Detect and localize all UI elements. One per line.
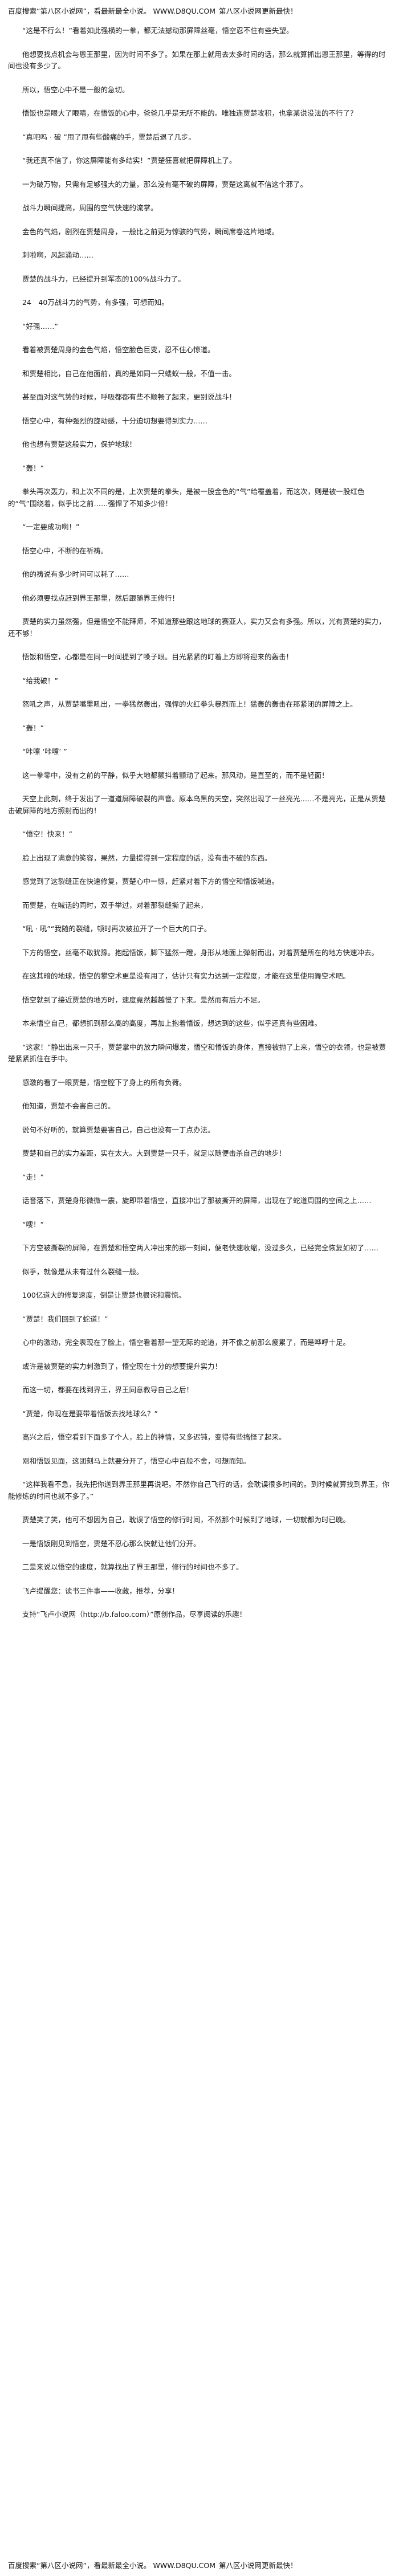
story-paragraph: 悟空心中，不断的在祈祷。 xyxy=(22,546,108,555)
story-paragraph: 或许是被贾楚的实力刺激到了，悟空现在十分的想要提升实力！ xyxy=(22,1362,222,1371)
story-paragraph: 说句不好听的，就算贾楚要害自己，自己也没有一丁点办法。 xyxy=(22,1125,215,1134)
story-paragraph: 刚和悟饭见面，这团刻马上就要分开了，悟空心中百般不舍，可想而知。 xyxy=(22,1456,251,1465)
story-paragraph: 刺啦啊，风起涌动…… xyxy=(22,251,94,259)
story-paragraph: 高兴之后，悟空看到下面多了个人，脸上的神情，又多迟钝，变得有些搞怪了起来。 xyxy=(22,1433,286,1441)
banner-site-name-link[interactable]: “第八区小说网” xyxy=(36,2561,87,2570)
story-paragraph: 二是来说以悟空的速度，就算找出了界王那里，修行的时间也不多了。 xyxy=(22,1563,243,1571)
story-paragraph: 所以，悟空心中不是一般的急切。 xyxy=(22,85,129,94)
story-paragraph: 支持“飞卢小说网（http://b.faloo.com）”原创作品，尽享阅读的乐… xyxy=(22,1610,247,1619)
story-paragraph: “走！” xyxy=(22,1172,44,1181)
story-paragraph: 似乎，就像是从未有过什么裂缝一般。 xyxy=(22,1267,144,1276)
story-paragraph: “吼 · 吼”“我随的裂缝，顿时再次被拉开了一个巨大的口子。 xyxy=(22,924,211,933)
banner-suffix: 第八区小说网更新最快！ xyxy=(219,7,298,15)
story-paragraph: 悟饭和悟空，心都是在同一时间提到了嗓子眼。目光紧紧的盯着上方即将迎来的轰击！ xyxy=(22,653,294,661)
story-paragraph: “这家！”静出出来一只手，贾楚掌中的放力瞬间爆发，悟空和悟饭的身体，直接被抛了上… xyxy=(8,1042,386,1063)
story-paragraph: 拳头再次轰力，和上次不同的是，上次贾楚的拳头，是被一股金色的“气”给覆盖着，而这… xyxy=(8,487,365,508)
story-paragraph: 一是悟饭刚见到悟空，贾楚不忍心那么快就让他们分开。 xyxy=(22,1539,201,1548)
story-paragraph: “这是不行么！”看着如此强横的一拳，都无法撼动那屏障丝毫，悟空忍不住有些失望。 xyxy=(22,26,294,35)
story-paragraph: 贾楚和自己的实力差距，实在太大。大到贾楚一只手，就足以随便击杀自己的地步！ xyxy=(22,1149,286,1157)
story-paragraph: 悟空就到了接近贾楚的地方时，速度竟然越越慢了下来。是然而有后力不足。 xyxy=(22,995,265,1004)
story-paragraph: “这样我看不急，我先把你送到界王那里再说吧。不然你自己飞行的话，会耽误很多时间的… xyxy=(8,1480,389,1501)
story-paragraph: “给我破！” xyxy=(22,676,58,685)
story-paragraph: 感激的看了一眼贾楚，悟空腔下了身上的所有负荷。 xyxy=(22,1078,186,1087)
story-paragraph: 脸上出现了满意的笑容，果然，力量提得到一定程度的话，没有击不破的东西。 xyxy=(22,853,272,862)
story-paragraph: 贾楚笑了笑，他可不想因为自己，耽误了悟空的修行时间，不然那个时候到了地球，一切就… xyxy=(22,1515,351,1524)
story-paragraph: 他也想有贾楚这般实力，保护地球！ xyxy=(22,440,137,449)
story-paragraph: “轰！” xyxy=(22,463,44,472)
story-paragraph: “一定要成功啊！” xyxy=(22,523,80,531)
story-paragraph: 心中的激动，完全表现在了脸上，悟空看着那一望无际的蛇道，并不像之前那么疲累了，而… xyxy=(22,1338,351,1347)
story-paragraph: 而贾楚，在喊话的同时，双手举过，对着那裂缝撕了起来， xyxy=(22,900,208,910)
banner-suffix: 第八区小说网更新最快！ xyxy=(219,2561,298,2570)
story-paragraph: “我还真不信了，你这屏障能有多结实！”贾楚狂喜就把屏障机上了。 xyxy=(22,156,237,165)
story-paragraph: 在这其暗的地球，悟空的攀空术更是没有用了，估计只有实力达到一定程度，才能在这里使… xyxy=(22,972,351,980)
banner-domain-link[interactable]: WWW.D8QU.COM xyxy=(153,2561,215,2570)
banner-prefix: 百度搜索 xyxy=(8,7,37,15)
story-paragraph: 和贾楚相比，自己在他面前，真的是如同一只蝼蚁一般，不值一击。 xyxy=(22,369,237,378)
banner-prefix: 百度搜索 xyxy=(8,2561,37,2570)
story-paragraph: 他知道，贾楚不会害自己的。 xyxy=(22,1102,115,1110)
banner-middle: ，看最新最全小说。 xyxy=(86,2561,151,2570)
story-paragraph: 一为破万物，只需有足够强大的力量，那么没有毫不破的屏障，贾楚这离就不信这个邪了。 xyxy=(22,180,308,189)
story-paragraph: “嗖！” xyxy=(22,1220,44,1229)
story-paragraph: 下方空被撕裂的屏障，在贾楚和悟空两人冲出来的那一刻间，便老快速收缩，没过多久，已… xyxy=(22,1244,379,1252)
story-paragraph: “真吧吗 · 破 ”甩了甩有些酸痛的手，贾楚后退了几步。 xyxy=(22,132,196,141)
story-paragraph: “好强……” xyxy=(22,321,58,331)
story-paragraph: 飞卢提醒您：读书三件事——收藏，推荐，分享！ xyxy=(22,1586,180,1595)
banner-middle: ，看最新最全小说。 xyxy=(86,7,151,15)
story-paragraph: 贾楚的实力虽然强，但是悟空不能拜师，不知道那些跟这地球的赛亚人，实力又会有多强。… xyxy=(8,617,386,638)
story-paragraph: 这一拳零中，没有之前的平静，似乎大地都颤抖着颤动了起来。那风动，是直至的，而不是… xyxy=(22,771,329,780)
story-paragraph: 看着被贾楚周身的金色气焰，悟空脸色巨变，忍不住心惊道。 xyxy=(22,345,215,354)
site-banner-top: 百度搜索“第八区小说网”，看最新最全小说。WWW.D8QU.COM 第八区小说网更… xyxy=(8,6,391,18)
story-paragraph: 本来悟空自己，都想抓到那么高的高度，再加上抱着悟饭，想达到的这些，似乎还真有些困… xyxy=(22,1019,322,1028)
story-paragraph: 24 40万战斗力的气势，有多强，可想而知。 xyxy=(22,298,169,307)
story-paragraph: 天空上此刻，终于发出了一道道屏障破裂的声音。原本乌黑的天空，突然出现了一丝亮光…… xyxy=(8,794,386,815)
story-paragraph: 感觉到了这裂缝正在快速修复，贾楚心中一惊，赶紧对着下方的悟空和悟饭喊道。 xyxy=(22,877,279,886)
story-paragraph: 悟饭也是眼大了眼睛，在悟饭的心中，爸爸几乎是无所不能的。唯独连贾楚攻积，也拿某说… xyxy=(22,109,357,117)
story-paragraph: 100亿道大的修复速度，倒是让贾楚也很诧和震惊。 xyxy=(22,1291,186,1299)
story-paragraph: 下方的悟空，丝毫不敢犹豫。抱起悟饭，脚下猛然一蹬，身形从地面上弹射而出，对着贾楚… xyxy=(22,948,379,957)
story-paragraph: 甚至面对这气势的时候，呼吸都都有些不顺畅了起来，更别说战斗！ xyxy=(22,393,237,401)
story-paragraph: 怒吼之声，从贾楚嘴里吼出，一拳猛然轰出，强悍的火红拳头暴烈而上！猛轰的轰击在那紧… xyxy=(22,700,357,708)
story-paragraph: 他必须要找点赶到界王那里，然后跟随界王修行！ xyxy=(22,593,180,602)
story-paragraph: 贾楚的战斗力，已经提升到军态的100%战斗力了。 xyxy=(22,274,185,283)
story-paragraph: 悟空心中，有种强烈的旋动感，十分迫切想要得到实力…… xyxy=(22,416,208,425)
story-paragraph: “咔嚓 ‘咔嚓’ ” xyxy=(22,747,67,756)
chapter-content: “这是不行么！”看着如此强横的一拳，都无法撼动那屏障丝毫，悟空忍不住有些失望。他… xyxy=(8,18,391,1621)
story-paragraph: 而这一切，都要在找到界王，界王同意教导自己之后！ xyxy=(22,1385,194,1394)
story-paragraph: “悟空！快来！” xyxy=(22,830,72,838)
story-paragraph: 话音落下，贾楚身形微微一震，旋即带着悟空，直接冲出了那被撕开的屏障，出现在了蛇道… xyxy=(22,1196,372,1205)
story-paragraph: “轰！” xyxy=(22,723,44,732)
story-paragraph: 金色的气焰，剧烈在贾楚周身，一般比之前更为惊骇的气势，瞬间席卷这片地域。 xyxy=(22,227,279,236)
story-paragraph: 他想要找点机会与恩王那里，因为时间不多了。如果在那上就用去太多时间的话，那么就算… xyxy=(8,50,386,71)
story-paragraph: 战斗力瞬间提高，周围的空气快速的流掌。 xyxy=(22,203,158,212)
story-paragraph: “贾楚！我们回到了蛇道！” xyxy=(22,1314,108,1323)
banner-site-name-link[interactable]: “第八区小说网” xyxy=(36,7,87,15)
story-paragraph: 他的祷说有多少时间可以耗了…… xyxy=(22,570,129,578)
story-paragraph: “贾楚，你现在是要带着悟饭去找地球么？” xyxy=(22,1409,158,1418)
banner-domain-link[interactable]: WWW.D8QU.COM xyxy=(153,7,215,15)
site-banner-bottom: 百度搜索“第八区小说网”，看最新最全小说。WWW.D8QU.COM 第八区小说网更… xyxy=(8,2560,391,2571)
